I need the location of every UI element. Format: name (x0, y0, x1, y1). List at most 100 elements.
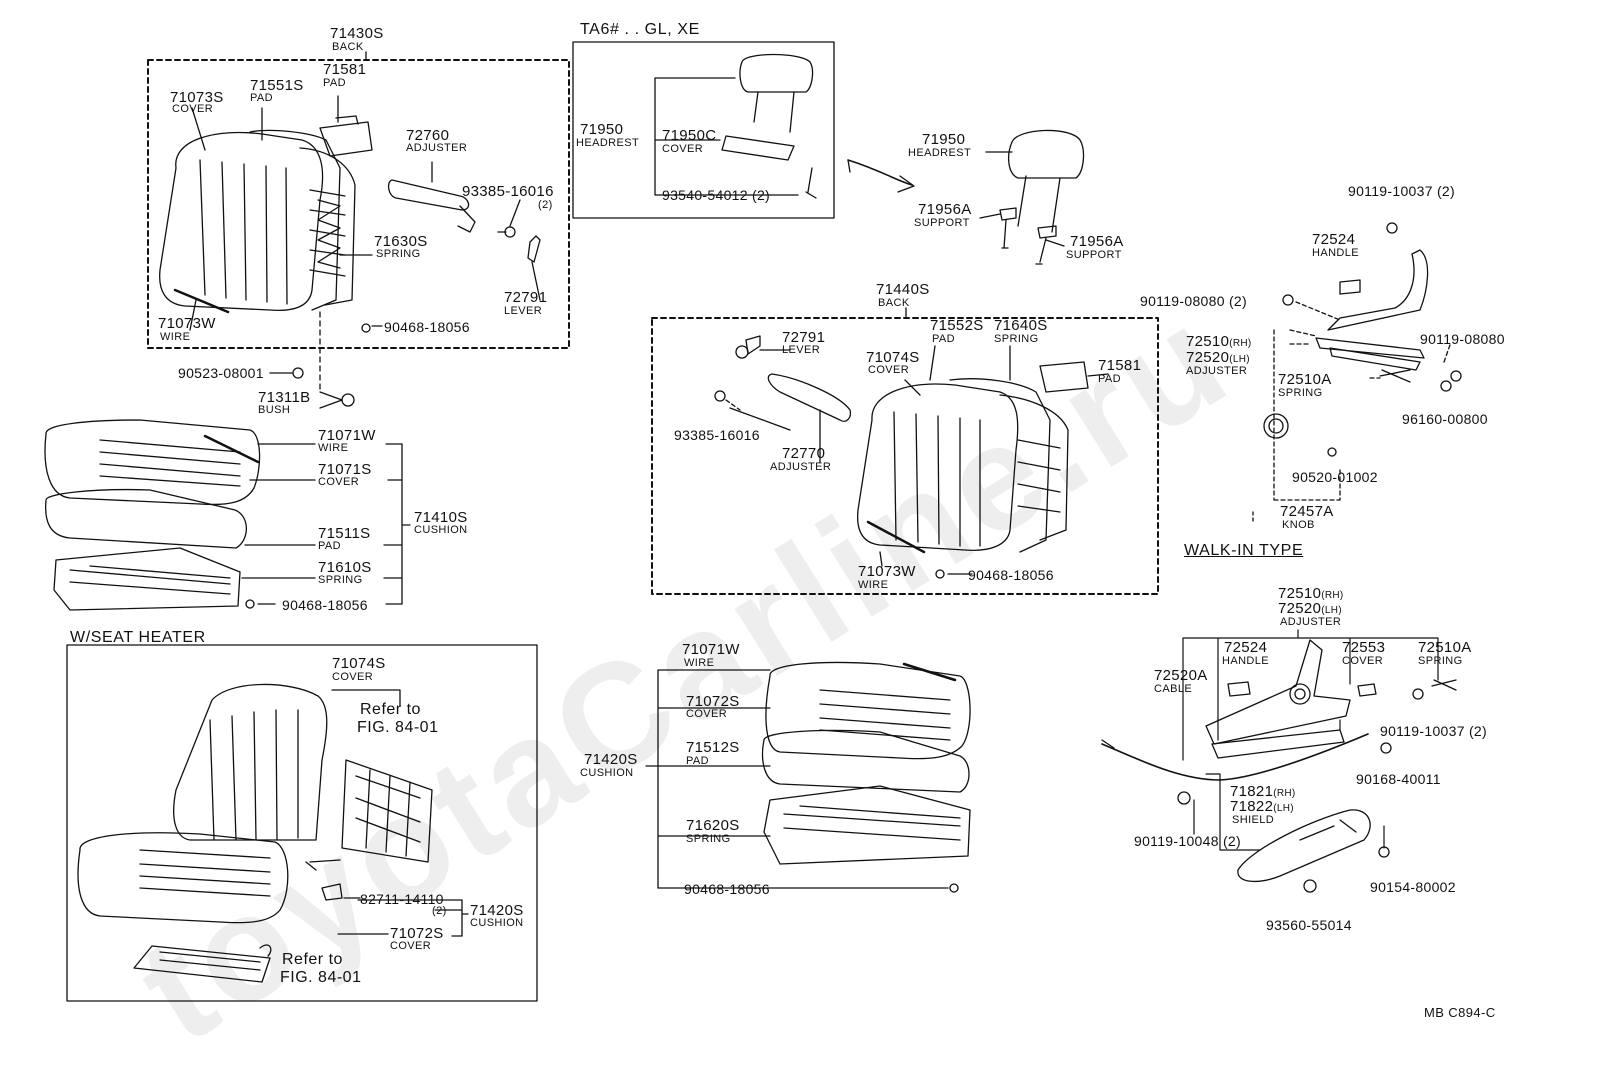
part-number: 71511S (318, 525, 371, 542)
frame-71430s (147, 59, 570, 349)
part-number: 71512S (686, 739, 740, 756)
part-description: ADJUSTER (406, 142, 468, 154)
part-number: 72760 (406, 127, 450, 144)
part-description: SPRING (686, 833, 731, 845)
part-number: 93540-54012 (2) (662, 187, 771, 203)
part-number: 71640S (994, 317, 1048, 334)
part-number: 71410S (414, 509, 468, 526)
part-number-text: 71822 (1230, 798, 1274, 815)
part-description: COVER (662, 143, 704, 155)
part-number: 71311B (258, 389, 311, 406)
part-description: KNOB (1282, 519, 1315, 531)
part-description: SPRING (376, 248, 421, 260)
part-description: (2) (538, 199, 553, 211)
part-number: 72770 (782, 445, 826, 462)
cushion-71420s (761, 661, 971, 893)
part-number: 90119-10048 (2) (1134, 833, 1241, 849)
part-description: SPRING (318, 574, 363, 586)
adjuster-72760 (387, 179, 476, 233)
side-lh: (LH) (1321, 605, 1342, 616)
box-seat-heater (66, 644, 538, 1002)
part-number: 71072S (686, 693, 740, 710)
part-description: BUSH (258, 404, 291, 416)
part-description: (2) (432, 905, 447, 917)
part-description: COVER (318, 476, 360, 488)
part-number: 71552S (930, 317, 984, 334)
part-number: 72791 (504, 289, 548, 306)
heater-cushion (77, 832, 343, 983)
part-description: PAD (686, 755, 710, 767)
part-number: 71610S (318, 559, 372, 576)
part-description: LEVER (504, 305, 543, 317)
cushion-71410s (44, 419, 261, 611)
part-description: COVER (332, 671, 374, 683)
part-number: 90168-40011 (1356, 771, 1441, 787)
part-number: 90523-08001 (178, 365, 264, 381)
adjuster-72510-72520 (1263, 222, 1462, 457)
part-description: SUPPORT (1066, 249, 1122, 261)
support-71956a-right (1035, 225, 1057, 265)
part-number: 90119-08080 (2) (1140, 293, 1247, 309)
part-number: 90119-10037 (2) (1380, 723, 1487, 739)
part-number: 71074S (332, 655, 386, 672)
part-description: WIRE (858, 579, 889, 591)
part-description: LEVER (782, 344, 821, 356)
part-description: COVER (390, 940, 432, 952)
part-number: 71822(LH) (1230, 799, 1294, 814)
part-description: BACK (878, 297, 910, 309)
part-number: 90468-18056 (968, 567, 1054, 583)
part-description: SHIELD (1232, 814, 1275, 826)
part-number: 71581 (1098, 357, 1142, 374)
part-number: 93385-16016 (462, 183, 554, 200)
part-description: PAD (318, 540, 342, 552)
headrest-71950 (1007, 129, 1085, 233)
part-number: 72791 (782, 329, 826, 346)
part-number: 72520(LH) (1186, 350, 1250, 365)
part-description: PAD (932, 333, 956, 345)
part-number: 71073W (158, 315, 216, 332)
part-description: HEADREST (576, 137, 640, 149)
part-number: 71420S (470, 902, 524, 919)
part-description: WIRE (684, 657, 715, 669)
part-number: 72510A (1418, 639, 1472, 656)
part-number: 93385-16016 (674, 427, 760, 443)
part-description: COVER (172, 103, 214, 115)
part-description: PAD (250, 92, 274, 104)
part-number: 71950 (922, 131, 966, 148)
refer-note-line1: Refer to (282, 951, 343, 968)
part-description: SPRING (1278, 387, 1323, 399)
part-number: 72553 (1342, 639, 1386, 656)
part-number: 71551S (250, 77, 304, 94)
part-number: 71073W (858, 563, 916, 580)
part-number-text: 72510 (1186, 333, 1230, 350)
part-number: 71950C (662, 127, 717, 144)
part-description: PAD (323, 77, 347, 89)
part-number: 71073S (170, 89, 224, 106)
part-description: HANDLE (1222, 655, 1270, 667)
refer-note-line2: FIG. 84-01 (357, 719, 439, 736)
part-number: 72510A (1278, 371, 1332, 388)
seat-back-71430s (159, 129, 356, 314)
part-number: 93560-55014 (1266, 917, 1352, 933)
seat-back-71440s (856, 361, 1089, 554)
part-number: 90468-18056 (684, 881, 770, 897)
side-rh: (RH) (1229, 338, 1252, 349)
refer-note-line2: FIG. 84-01 (280, 969, 362, 986)
part-number: 71581 (323, 61, 367, 78)
part-number-text: 72520 (1278, 600, 1322, 617)
part-number: 90154-80002 (1370, 879, 1456, 895)
part-description: WIRE (318, 442, 349, 454)
part-number: 72510(RH) (1278, 586, 1344, 601)
frame-71440s (651, 317, 1159, 595)
part-number: 72520(LH) (1278, 601, 1342, 616)
part-number: 71071W (682, 641, 740, 658)
side-rh: (RH) (1321, 590, 1344, 601)
side-rh: (RH) (1273, 788, 1296, 799)
part-description: CUSHION (414, 524, 468, 536)
part-number: 72520A (1154, 667, 1208, 684)
part-description: SPRING (1418, 655, 1463, 667)
part-number: 72524 (1312, 231, 1356, 248)
part-number: 71074S (866, 349, 920, 366)
part-number: 90119-08080 (1420, 331, 1505, 347)
